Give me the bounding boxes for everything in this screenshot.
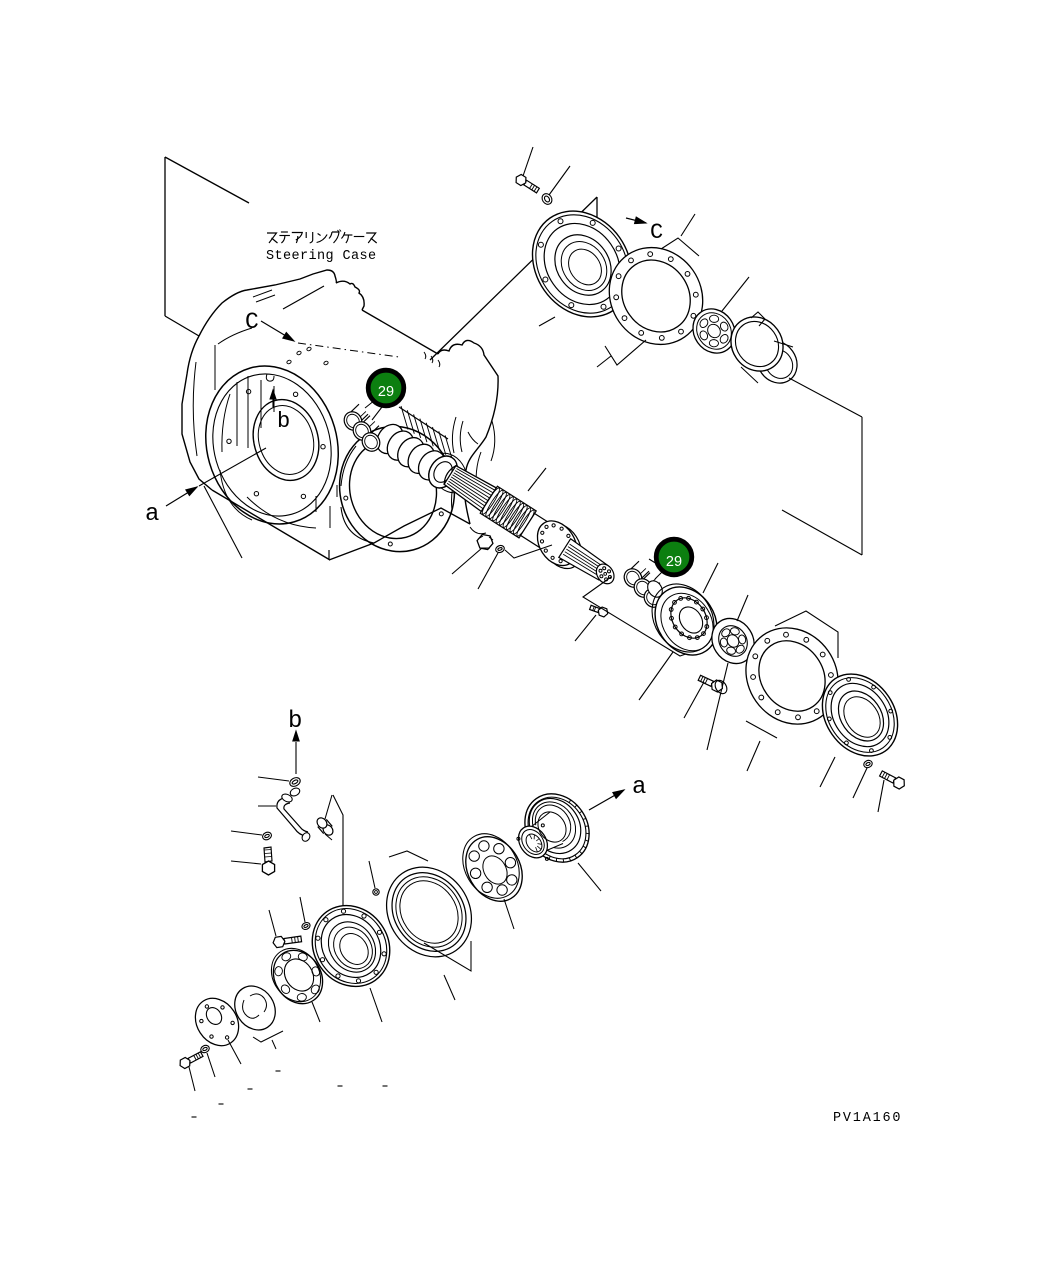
svg-text:b: b bbox=[277, 409, 290, 434]
svg-text:C: C bbox=[650, 220, 663, 245]
svg-text:29: 29 bbox=[378, 384, 394, 400]
svg-text:C: C bbox=[245, 309, 259, 335]
svg-text:a: a bbox=[145, 501, 159, 528]
svg-text:Steering Case: Steering Case bbox=[266, 249, 377, 264]
svg-text:29: 29 bbox=[666, 554, 682, 570]
svg-text:a: a bbox=[632, 774, 646, 801]
svg-text:b: b bbox=[288, 708, 302, 735]
svg-text:PV1A160: PV1A160 bbox=[833, 1111, 902, 1126]
